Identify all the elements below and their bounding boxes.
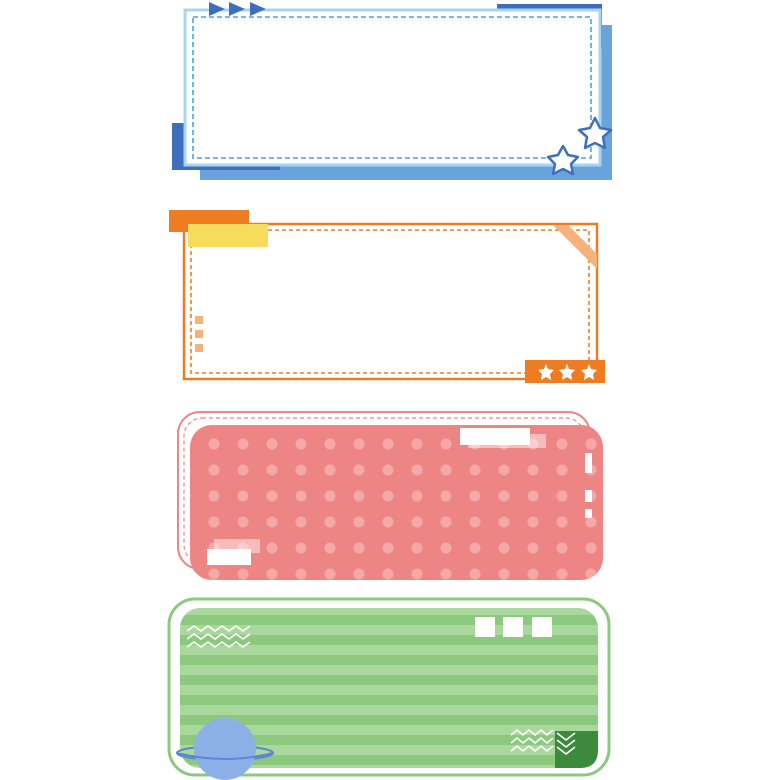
sticky-tab-yellow bbox=[188, 224, 268, 247]
blue-frame-dashed-border bbox=[192, 16, 592, 159]
star-outline-icon bbox=[577, 116, 613, 150]
blue-frame-panel bbox=[183, 8, 602, 167]
green-frame-panel bbox=[180, 608, 598, 768]
green-striped-frame bbox=[165, 595, 615, 780]
side-squares bbox=[195, 316, 203, 352]
chevrons-icon bbox=[510, 728, 554, 753]
folded-corner bbox=[555, 731, 598, 768]
orange-dashed-frame bbox=[165, 205, 615, 390]
planet-icon bbox=[176, 718, 274, 780]
zigzag-lines-icon bbox=[186, 625, 251, 648]
triangle-arrows-icon bbox=[209, 2, 266, 16]
white-label-bar bbox=[460, 428, 546, 448]
star-outline-icon bbox=[546, 144, 580, 176]
orange-frame-panel bbox=[182, 222, 599, 381]
three-stars-badge bbox=[525, 360, 605, 383]
blue-dashed-frame bbox=[165, 0, 620, 185]
white-label-bar bbox=[207, 539, 260, 565]
side-marks bbox=[585, 453, 592, 518]
white-squares bbox=[475, 617, 552, 637]
pink-frame-dots bbox=[190, 425, 603, 580]
blue-frame-top-accent bbox=[497, 4, 602, 9]
orange-frame-dashed-border bbox=[190, 229, 590, 374]
corner-tape bbox=[553, 225, 597, 269]
pink-frame-back-dashed bbox=[183, 417, 585, 564]
pink-polka-dot-frame bbox=[170, 405, 610, 585]
blue-frame-left-accent bbox=[172, 123, 184, 170]
